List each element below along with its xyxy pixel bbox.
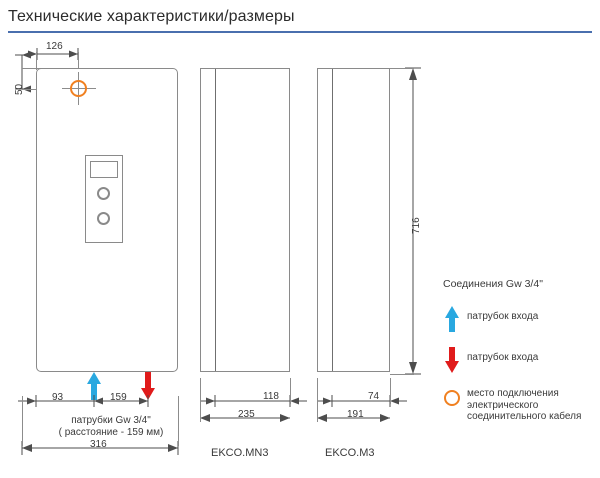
extension-line-panel-top (22, 68, 42, 69)
legend: Соединения Gw 3/4" патрубок входа патруб… (443, 278, 598, 440)
side-view-m3-seam-line (332, 69, 333, 371)
knob-lower-icon[interactable] (97, 212, 110, 225)
m3-depth-total-dimension-191 (317, 414, 390, 422)
legend-item-outlet: патрубок входа (443, 347, 598, 373)
legend-item-cable-entry: место подключения электрического соедини… (443, 388, 598, 423)
cable-entry-circle-icon (70, 80, 87, 97)
dimension-value-159: 159 (110, 392, 127, 403)
legend-label-outlet: патрубок входа (467, 352, 539, 363)
extension-line-316-left (22, 396, 23, 446)
legend-label-cable-entry-line3: соединительного кабеля (467, 411, 582, 422)
legend-label-cable-entry: место подключения электрического соедини… (467, 388, 581, 423)
extension-line-mn3-right (290, 378, 291, 404)
inlet-arrow-up-icon (87, 372, 101, 400)
dimension-value-93: 93 (52, 392, 64, 403)
extension-line-height-bottom (390, 374, 414, 375)
knob-upper-icon[interactable] (97, 187, 110, 200)
mn3-depth-inner-dimension-118 (200, 395, 307, 407)
title-underline-rule (8, 31, 592, 33)
page-header: Технические характеристики/размеры (8, 6, 592, 33)
extension-line-mn3-left (200, 378, 201, 422)
dimension-value-716: 716 (411, 217, 422, 234)
display-window-icon (90, 161, 118, 178)
ports-note-line-1: патрубки Gw 3/4" (71, 415, 151, 426)
total-width-dimension-316 (21, 441, 179, 455)
m3-depth-inner-dimension-74 (317, 395, 407, 407)
side-view-label-mn3: EKCO.MN3 (211, 447, 269, 459)
outlet-arrow-down-icon (141, 372, 155, 400)
extension-line-panel-left (36, 52, 37, 70)
side-view-mn3-body (200, 68, 290, 372)
dimension-value-316: 316 (90, 439, 107, 450)
dimension-value-126: 126 (46, 41, 63, 52)
dimension-value-118: 118 (263, 391, 279, 402)
side-view-mn3-seam-line (215, 69, 216, 371)
dimension-value-191: 191 (347, 409, 364, 420)
legend-label-cable-entry-line2: электрического (467, 399, 539, 411)
arrow-down-icon (443, 347, 467, 373)
circle-outline-icon (443, 388, 467, 412)
page-title: Технические характеристики/размеры (8, 8, 295, 25)
ports-note-line-2: ( расстояние - 159 мм) (58, 427, 164, 438)
legend-title: Соединения Gw 3/4" (443, 278, 543, 290)
height-dimension-716 (405, 67, 421, 375)
legend-item-inlet: патрубок входа (443, 306, 598, 332)
extension-line-m3-right (390, 378, 391, 404)
dimension-value-235: 235 (238, 409, 255, 420)
bottom-dimension-chain (18, 395, 149, 407)
legend-label-inlet: патрубок входа (467, 311, 539, 322)
legend-label-cable-entry-line1: место подключения (467, 388, 559, 399)
side-view-label-m3: EKCO.M3 (325, 447, 375, 459)
extension-line-316-right (178, 396, 179, 446)
extension-line-height-top (390, 68, 414, 69)
vertical-dimension-50 (15, 51, 31, 93)
extension-line-target-center (78, 52, 79, 74)
side-view-m3-body (317, 68, 390, 372)
extension-line-m3-left (317, 378, 318, 422)
arrow-up-icon (443, 306, 467, 332)
mn3-depth-total-dimension-235 (200, 414, 290, 422)
dimension-value-74: 74 (368, 391, 380, 402)
